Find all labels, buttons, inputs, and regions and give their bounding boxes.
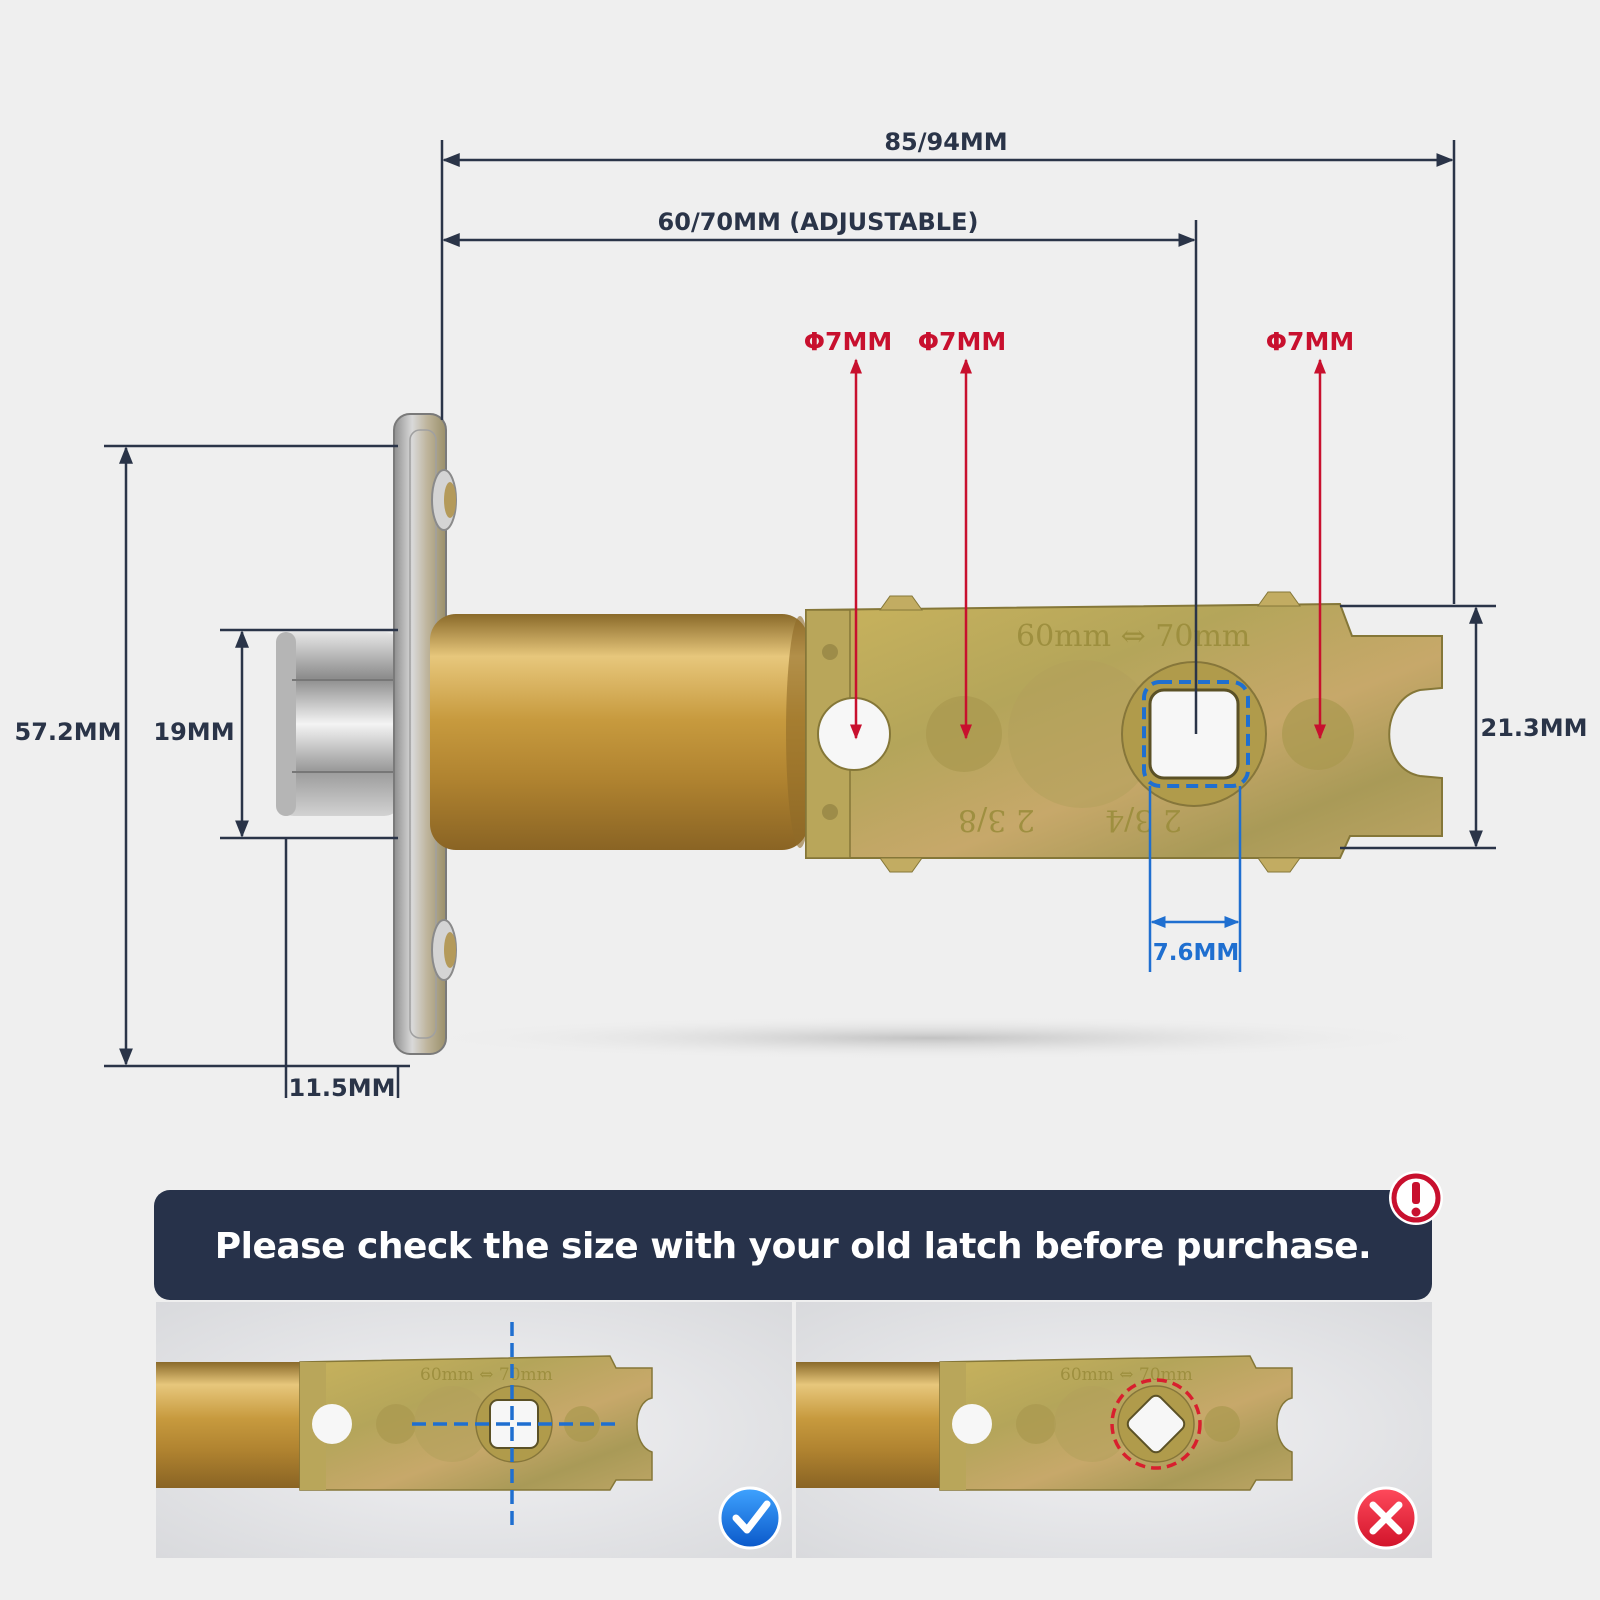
hole-3 (1282, 698, 1354, 770)
faceplate (393, 413, 457, 1055)
label-hole-2: Φ7MM (918, 327, 1006, 356)
checkmark-icon (718, 1486, 782, 1550)
fraction-right: 2 3/4 (1105, 802, 1182, 837)
notice-text: Please check the size with your old latc… (215, 1226, 1372, 1267)
spindle-square-hole (1148, 688, 1240, 780)
latch-shadow (410, 1016, 1450, 1060)
latch-illustration: 60mm ⇔ 70mm 2 3/8 2 3/4 (276, 413, 1450, 1060)
tail-plate: 60mm ⇔ 70mm 2 3/8 2 3/4 (805, 591, 1443, 873)
hole-2 (926, 696, 1002, 772)
label-faceplate-height: 57.2MM (15, 718, 122, 746)
label-tail-height: 21.3MM (1481, 714, 1588, 742)
cross-icon (1354, 1486, 1418, 1550)
label-spindle-square: 7.6MM (1153, 940, 1240, 966)
svg-text:60mm ⇔ 70mm: 60mm ⇔ 70mm (1060, 1365, 1193, 1385)
label-backset: 60/70MM (ADJUSTABLE) (658, 208, 979, 236)
comparison-correct-panel: 60mm ⇔ 70mm (156, 1302, 792, 1558)
latch-housing (430, 614, 814, 850)
comparison-wrong-panel: 60mm ⇔ 70mm (796, 1302, 1432, 1558)
label-hole-3: Φ7MM (1266, 327, 1354, 356)
notice-banner: Please check the size with your old latc… (154, 1171, 1443, 1300)
spindle-callout (1142, 680, 1250, 972)
dimension-lines (104, 140, 1496, 1098)
label-bolt-throw: 11.5MM (289, 1074, 396, 1102)
fraction-left: 2 3/8 (958, 802, 1035, 837)
label-hole-1: Φ7MM (804, 327, 892, 356)
hole-1 (817, 697, 891, 771)
label-bolt-height: 19MM (153, 718, 234, 746)
exclamation-circle-icon (1389, 1171, 1443, 1225)
hole-callouts (850, 358, 1326, 740)
latch-bolt (276, 632, 402, 816)
label-overall-length: 85/94MM (884, 128, 1007, 156)
spindle-hole-rotated (1126, 1394, 1186, 1454)
svg-text:60mm ⇔ 70mm: 60mm ⇔ 70mm (420, 1365, 553, 1385)
backset-marking: 60mm ⇔ 70mm (1016, 619, 1250, 654)
